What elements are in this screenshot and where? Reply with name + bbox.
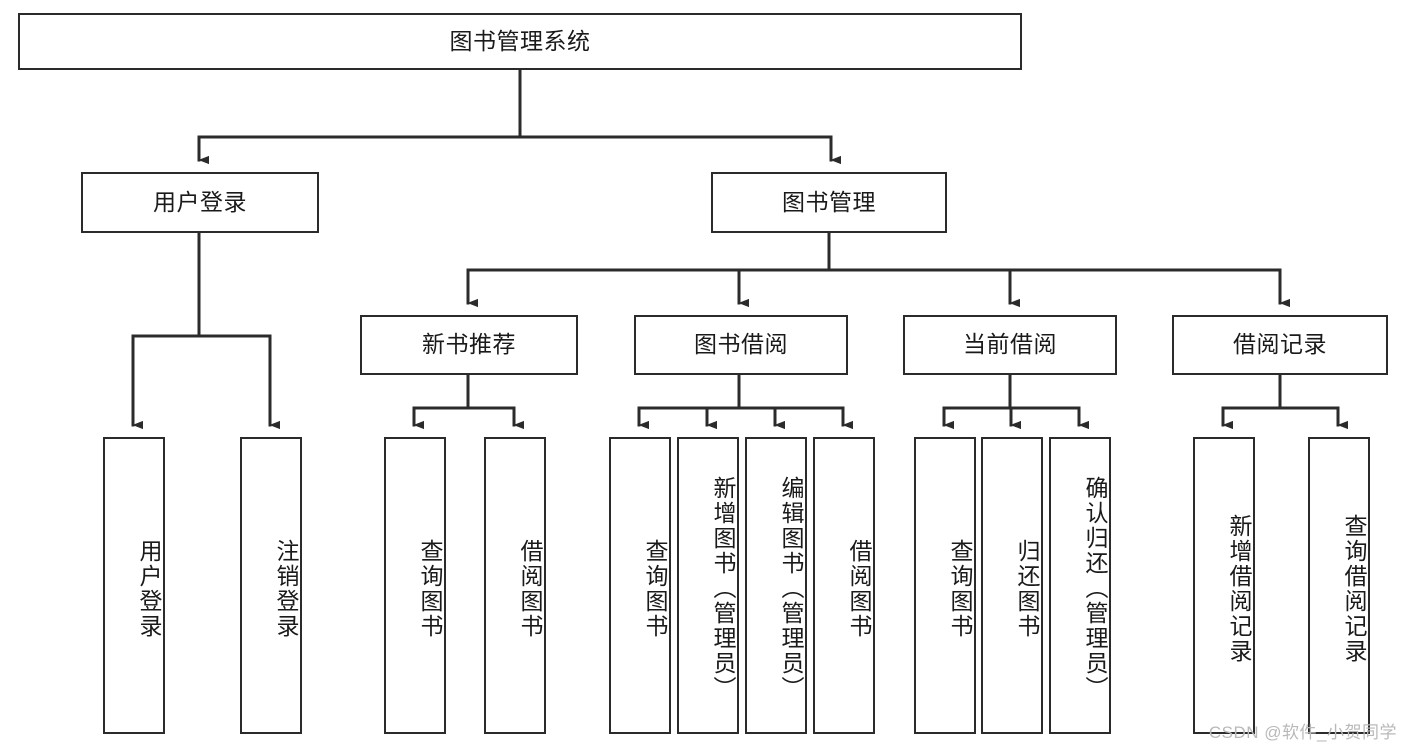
leaf-current-return-book[interactable]: 归还图书 — [981, 437, 1043, 734]
leaf-label: 借阅图书 — [517, 538, 543, 639]
leaf-label: 编辑图书（管理员） — [778, 476, 804, 701]
leaf-borrow-query-book[interactable]: 查询图书 — [609, 437, 671, 734]
leaf-borrow-add-book-admin[interactable]: 新增图书（管理员） — [677, 437, 739, 734]
leaf-current-query-book[interactable]: 查询图书 — [914, 437, 976, 734]
leaf-current-confirm-return-admin[interactable]: 确认归还（管理员） — [1049, 437, 1111, 734]
leaf-recommend-query-book[interactable]: 查询图书 — [384, 437, 446, 734]
leaf-label: 归还图书 — [1014, 538, 1040, 639]
leaf-record-query-record[interactable]: 查询借阅记录 — [1308, 437, 1370, 734]
leaf-borrow-edit-book-admin[interactable]: 编辑图书（管理员） — [745, 437, 807, 734]
leaf-label: 用户登录 — [136, 538, 162, 639]
leaf-label: 新增借阅记录 — [1226, 513, 1252, 664]
leaf-label: 查询图书 — [417, 538, 443, 639]
node-current-borrow[interactable]: 当前借阅 — [903, 315, 1117, 375]
leaf-label: 查询借阅记录 — [1341, 513, 1367, 664]
node-new-book-recommend[interactable]: 新书推荐 — [360, 315, 578, 375]
leaf-recommend-borrow-book[interactable]: 借阅图书 — [484, 437, 546, 734]
node-user-login[interactable]: 用户登录 — [81, 172, 319, 233]
leaf-borrow-borrow-book[interactable]: 借阅图书 — [813, 437, 875, 734]
leaf-label: 新增图书（管理员） — [710, 476, 736, 701]
leaf-user-login-logout[interactable]: 注销登录 — [240, 437, 302, 734]
node-book-management[interactable]: 图书管理 — [711, 172, 947, 233]
leaf-label: 借阅图书 — [846, 538, 872, 639]
node-root-system[interactable]: 图书管理系统 — [18, 13, 1022, 70]
leaf-user-login-login[interactable]: 用户登录 — [103, 437, 165, 734]
leaf-label: 确认归还（管理员） — [1082, 476, 1108, 701]
csdn-watermark: CSDN @软件_小贺同学 — [1208, 723, 1397, 742]
node-book-borrow[interactable]: 图书借阅 — [634, 315, 848, 375]
node-borrow-record[interactable]: 借阅记录 — [1172, 315, 1388, 375]
leaf-record-add-record[interactable]: 新增借阅记录 — [1193, 437, 1255, 734]
leaf-label: 查询图书 — [642, 538, 668, 639]
leaf-label: 查询图书 — [947, 538, 973, 639]
leaf-label: 注销登录 — [273, 538, 299, 639]
